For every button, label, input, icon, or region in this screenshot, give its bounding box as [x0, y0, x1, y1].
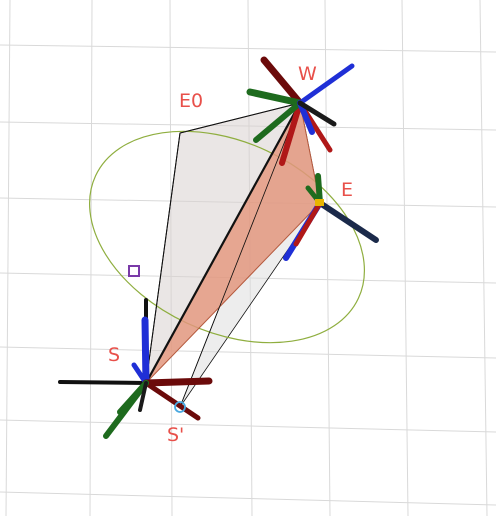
edge-s-e0	[145, 132, 181, 384]
edge-sprime-w	[179, 102, 301, 408]
label-e: E	[341, 179, 353, 201]
edge-e0-w	[179, 102, 301, 134]
coordinate-frame-icon[interactable]	[246, 56, 355, 166]
edge-s-w	[145, 102, 301, 384]
coordinate-frame-icon[interactable]	[58, 298, 213, 439]
label-s-prime: S'	[167, 424, 184, 446]
label-w: W	[298, 63, 317, 85]
square-handle-icon[interactable]	[315, 199, 324, 206]
label-e0: E0	[179, 90, 203, 112]
point-sprime-marker[interactable]	[174, 401, 186, 413]
square-handle-icon[interactable]	[128, 265, 140, 277]
label-s: S	[108, 344, 120, 366]
